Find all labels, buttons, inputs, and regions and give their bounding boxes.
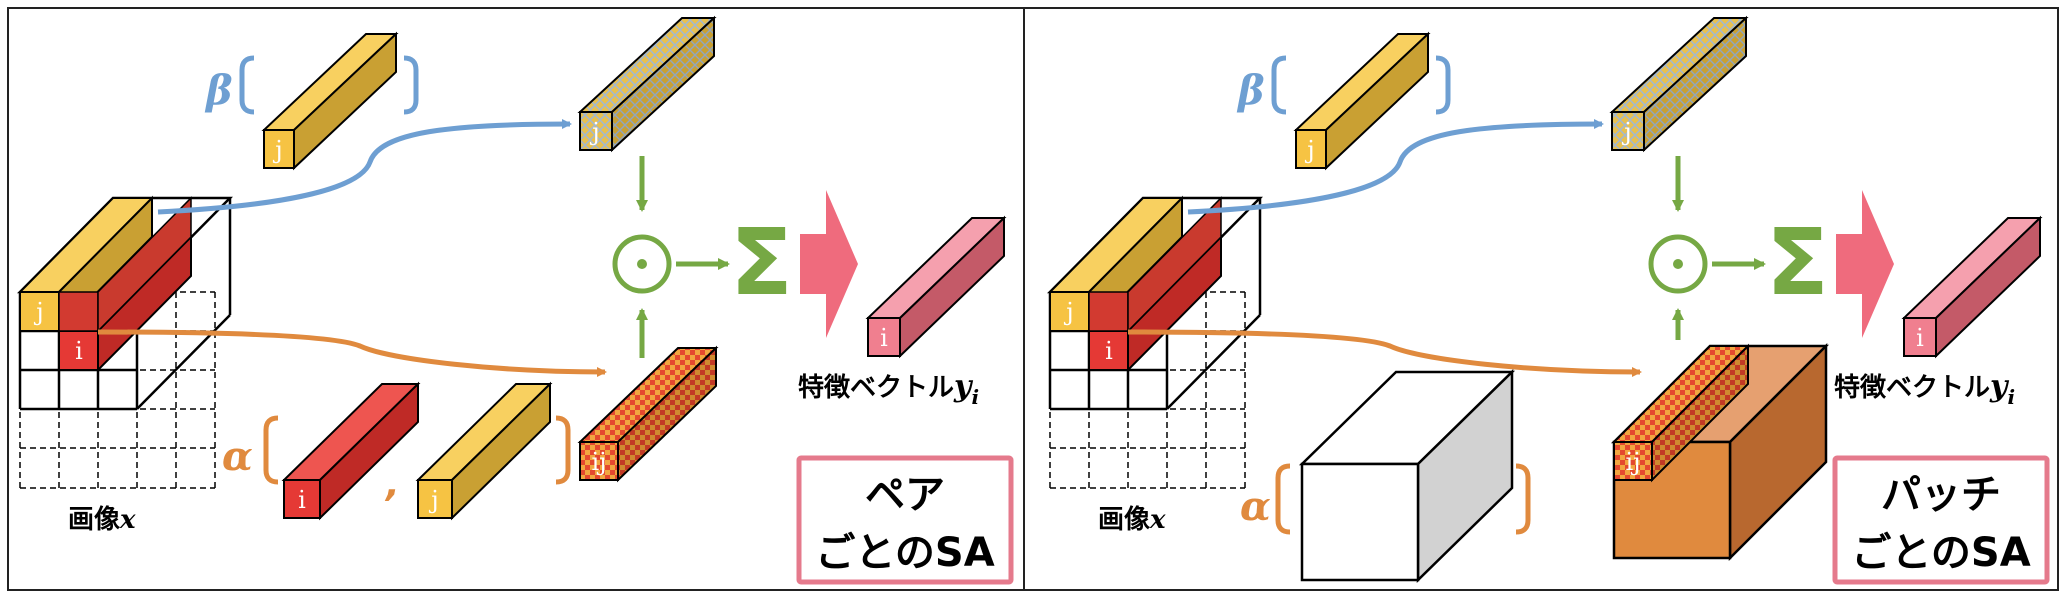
beta-key-group: β j <box>204 31 419 171</box>
beta-label: β <box>1236 67 1265 114</box>
hadamard-operator <box>1648 234 1708 294</box>
alpha-patch-group: α <box>1240 369 1531 583</box>
output-i-label: i <box>1916 324 1924 352</box>
beta-bracket-left <box>239 55 255 115</box>
title-box <box>796 455 1014 585</box>
beta-label: β <box>204 67 233 114</box>
transformed-j-label: j <box>1621 118 1631 146</box>
title-line2: ごとのSA <box>815 530 994 576</box>
alpha-pair-group: α i , j <box>222 381 571 521</box>
image-label: 画像x <box>68 505 136 535</box>
image-label: 画像x <box>1098 505 1166 535</box>
output-vector-i: i <box>1901 215 2043 359</box>
patch-cube <box>1298 369 1516 583</box>
title-line1: ペア <box>865 472 945 518</box>
vector-i-label: i <box>298 486 306 514</box>
grid-i-label: i <box>1105 337 1113 365</box>
beta-bracket-left <box>1271 55 1287 115</box>
comma: , <box>384 464 400 505</box>
key-arrow <box>1187 119 1604 215</box>
alpha-label: α <box>222 433 253 480</box>
alpha-bracket-right <box>555 415 571 485</box>
weight-ij-label: ij <box>591 448 606 476</box>
image-grid: j i <box>17 195 233 489</box>
title-line2: ごとのSA <box>1851 530 2030 576</box>
panel-patchwise-sa: β j <box>1023 7 2059 591</box>
vector-j: j <box>415 381 553 521</box>
key-j-label: j <box>272 136 282 164</box>
grid-j-label: j <box>1063 298 1073 326</box>
big-output-arrow <box>800 190 858 338</box>
weight-ij: ij <box>577 345 719 483</box>
key-arrow <box>157 119 572 215</box>
sum-symbol: Σ <box>730 209 793 316</box>
alpha-label: α <box>1240 483 1271 530</box>
key-j-label: j <box>1304 136 1314 164</box>
output-i-label: i <box>880 324 888 352</box>
title-line1: パッチ <box>1881 472 2001 518</box>
vector-j-label: j <box>428 486 438 514</box>
hadamard-operator <box>612 234 672 294</box>
alpha-bracket-left <box>1275 463 1291 535</box>
sum-symbol: Σ <box>1766 209 1829 316</box>
key-vector-j: j <box>261 31 399 171</box>
transformed-j-label: j <box>589 118 599 146</box>
output-vector-i: i <box>865 215 1007 359</box>
title-box <box>1832 455 2050 585</box>
beta-key-group: β j <box>1236 31 1451 171</box>
grid-i-label: i <box>75 337 83 365</box>
big-output-arrow <box>1836 190 1894 338</box>
transformed-key-j: j <box>1609 15 1749 153</box>
query-arrow <box>97 329 607 377</box>
weight-patch-cube: ij <box>1610 342 1830 562</box>
vector-i: i <box>281 381 421 521</box>
feature-vector-label: 特徴ベクトルyi <box>1834 369 2015 409</box>
transformed-key-j: j <box>577 15 717 153</box>
alpha-bracket-right <box>1515 463 1531 535</box>
alpha-bracket-left <box>263 415 279 485</box>
feature-vector-label: 特徴ベクトルyi <box>798 369 979 409</box>
beta-bracket-right <box>1435 55 1451 115</box>
beta-bracket-right <box>403 55 419 115</box>
weight-ij-label: ij <box>1625 448 1640 476</box>
key-vector-j: j <box>1293 31 1431 171</box>
panel-pairwise-sa: β j <box>7 7 1025 591</box>
grid-j-label: j <box>33 298 43 326</box>
query-arrow <box>1127 329 1642 377</box>
image-grid: j i <box>1047 195 1263 489</box>
